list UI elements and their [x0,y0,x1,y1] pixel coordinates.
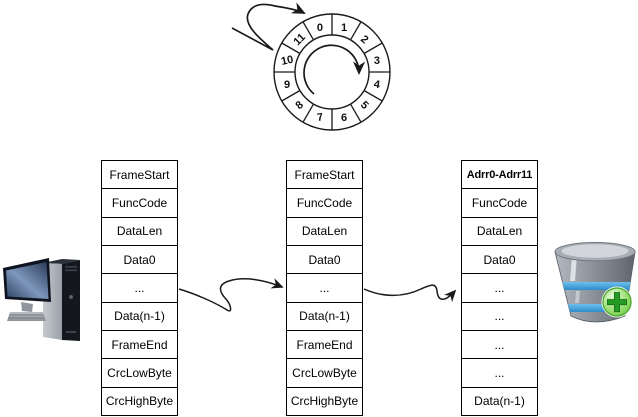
computer-tower [43,259,80,341]
table-cell: ... [102,273,177,301]
ring-number: 3 [374,55,380,67]
table-cell: CrcHighByte [287,386,362,415]
ring-number: 7 [316,111,324,124]
loop-arrow-icon [231,2,306,51]
table-cell: FrameEnd [102,329,177,358]
table-cell: FrameStart [109,167,170,182]
table-cell: FuncCode [287,188,362,216]
table-cell: FuncCode [462,188,537,216]
monitor-screen [6,262,49,299]
database-band-bottom [555,304,635,312]
monitor-stand [21,302,33,312]
table-cell: ... [462,329,537,358]
database-band-top [555,282,635,290]
ring-divider [349,103,362,123]
table-cell: Adrr0-Adrr11 [466,168,533,181]
ring-number: 6 [341,112,347,124]
ring-number: 1 [341,22,347,34]
clockwise-spiral-arrow-icon [303,44,366,95]
table-cell: FuncCode [102,188,177,216]
ring-divider [281,89,301,102]
ring-number: 9 [284,79,290,91]
table-cell: FrameEnd [287,329,362,358]
table-cell: ... [462,301,537,330]
add-badge [601,286,633,318]
ring-number: 10 [280,54,294,68]
ring-divider [349,21,362,41]
table-cell: Data0 [102,244,177,273]
computer-monitor [3,258,51,321]
table-cell: ... [287,273,362,301]
table-cell: Data(n-1) [462,386,537,415]
table-cell: ... [462,358,537,386]
table-cell: ... [462,273,537,301]
monitor-base [7,312,46,321]
table-cell: CrcLowByte [287,358,362,386]
table-cell: DataLen [287,216,362,245]
ring-divider [363,89,383,102]
table-cell: CrcHighByte [102,386,177,415]
ring-divider [281,42,301,55]
ring-divider [302,103,315,123]
database-add-icon [554,242,636,323]
desktop-computer-icon [3,258,80,341]
ring-divider [363,42,383,55]
table-cell: Data0 [462,244,537,273]
table-cell: FrameStart [294,167,355,182]
ring-divider [302,21,315,41]
table-cell: DataLen [462,216,537,245]
table-cell: Data(n-1) [102,301,177,330]
table-cell: Data(n-1) [287,301,362,330]
flow-arrow-left-to-middle [178,278,284,312]
database-barrel [554,242,636,323]
ring-number: 4 [373,79,382,92]
plus-icon [607,292,627,313]
table-cell: CrcLowByte [102,358,177,386]
table-cell: Data0 [287,244,362,273]
ring-segment-dividers [274,14,390,130]
ring-number: 0 [317,22,323,34]
flow-arrow-middle-to-right [363,284,457,303]
table-cell: DataLen [102,216,177,245]
database-top-surface [561,244,629,258]
